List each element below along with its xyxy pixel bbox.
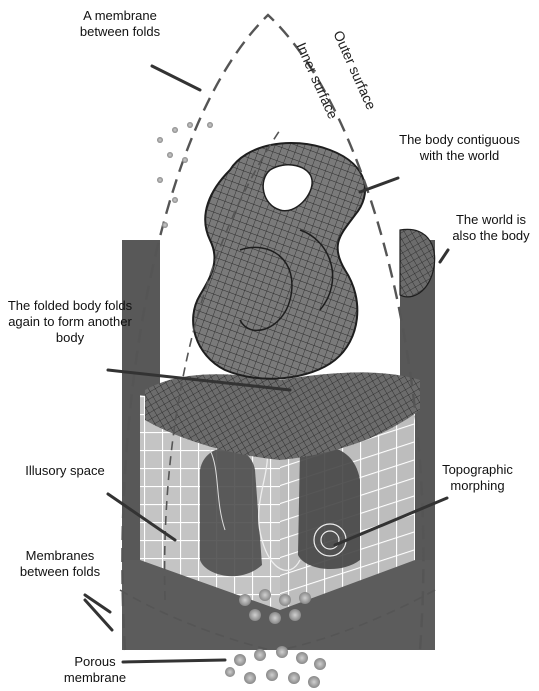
label-illusory-space: Illusory space — [5, 463, 125, 479]
leader-world-is-body — [440, 250, 448, 262]
label-world-is-body: The world is also the body — [445, 212, 537, 244]
label-folded-body: The folded body folds again to form anot… — [5, 298, 135, 346]
label-topographic-morphing: Topographic morphing — [430, 462, 525, 494]
leader-membranes-between-folds — [85, 595, 112, 630]
label-porous-membrane: Porous membrane — [50, 654, 140, 686]
label-body-contiguous: The body contiguous with the world — [392, 132, 527, 164]
leader-membrane-between-folds — [152, 66, 200, 90]
label-membranes-between-folds: Membranes between folds — [5, 548, 115, 580]
label-membrane-between-folds: A membrane between folds — [60, 8, 180, 40]
